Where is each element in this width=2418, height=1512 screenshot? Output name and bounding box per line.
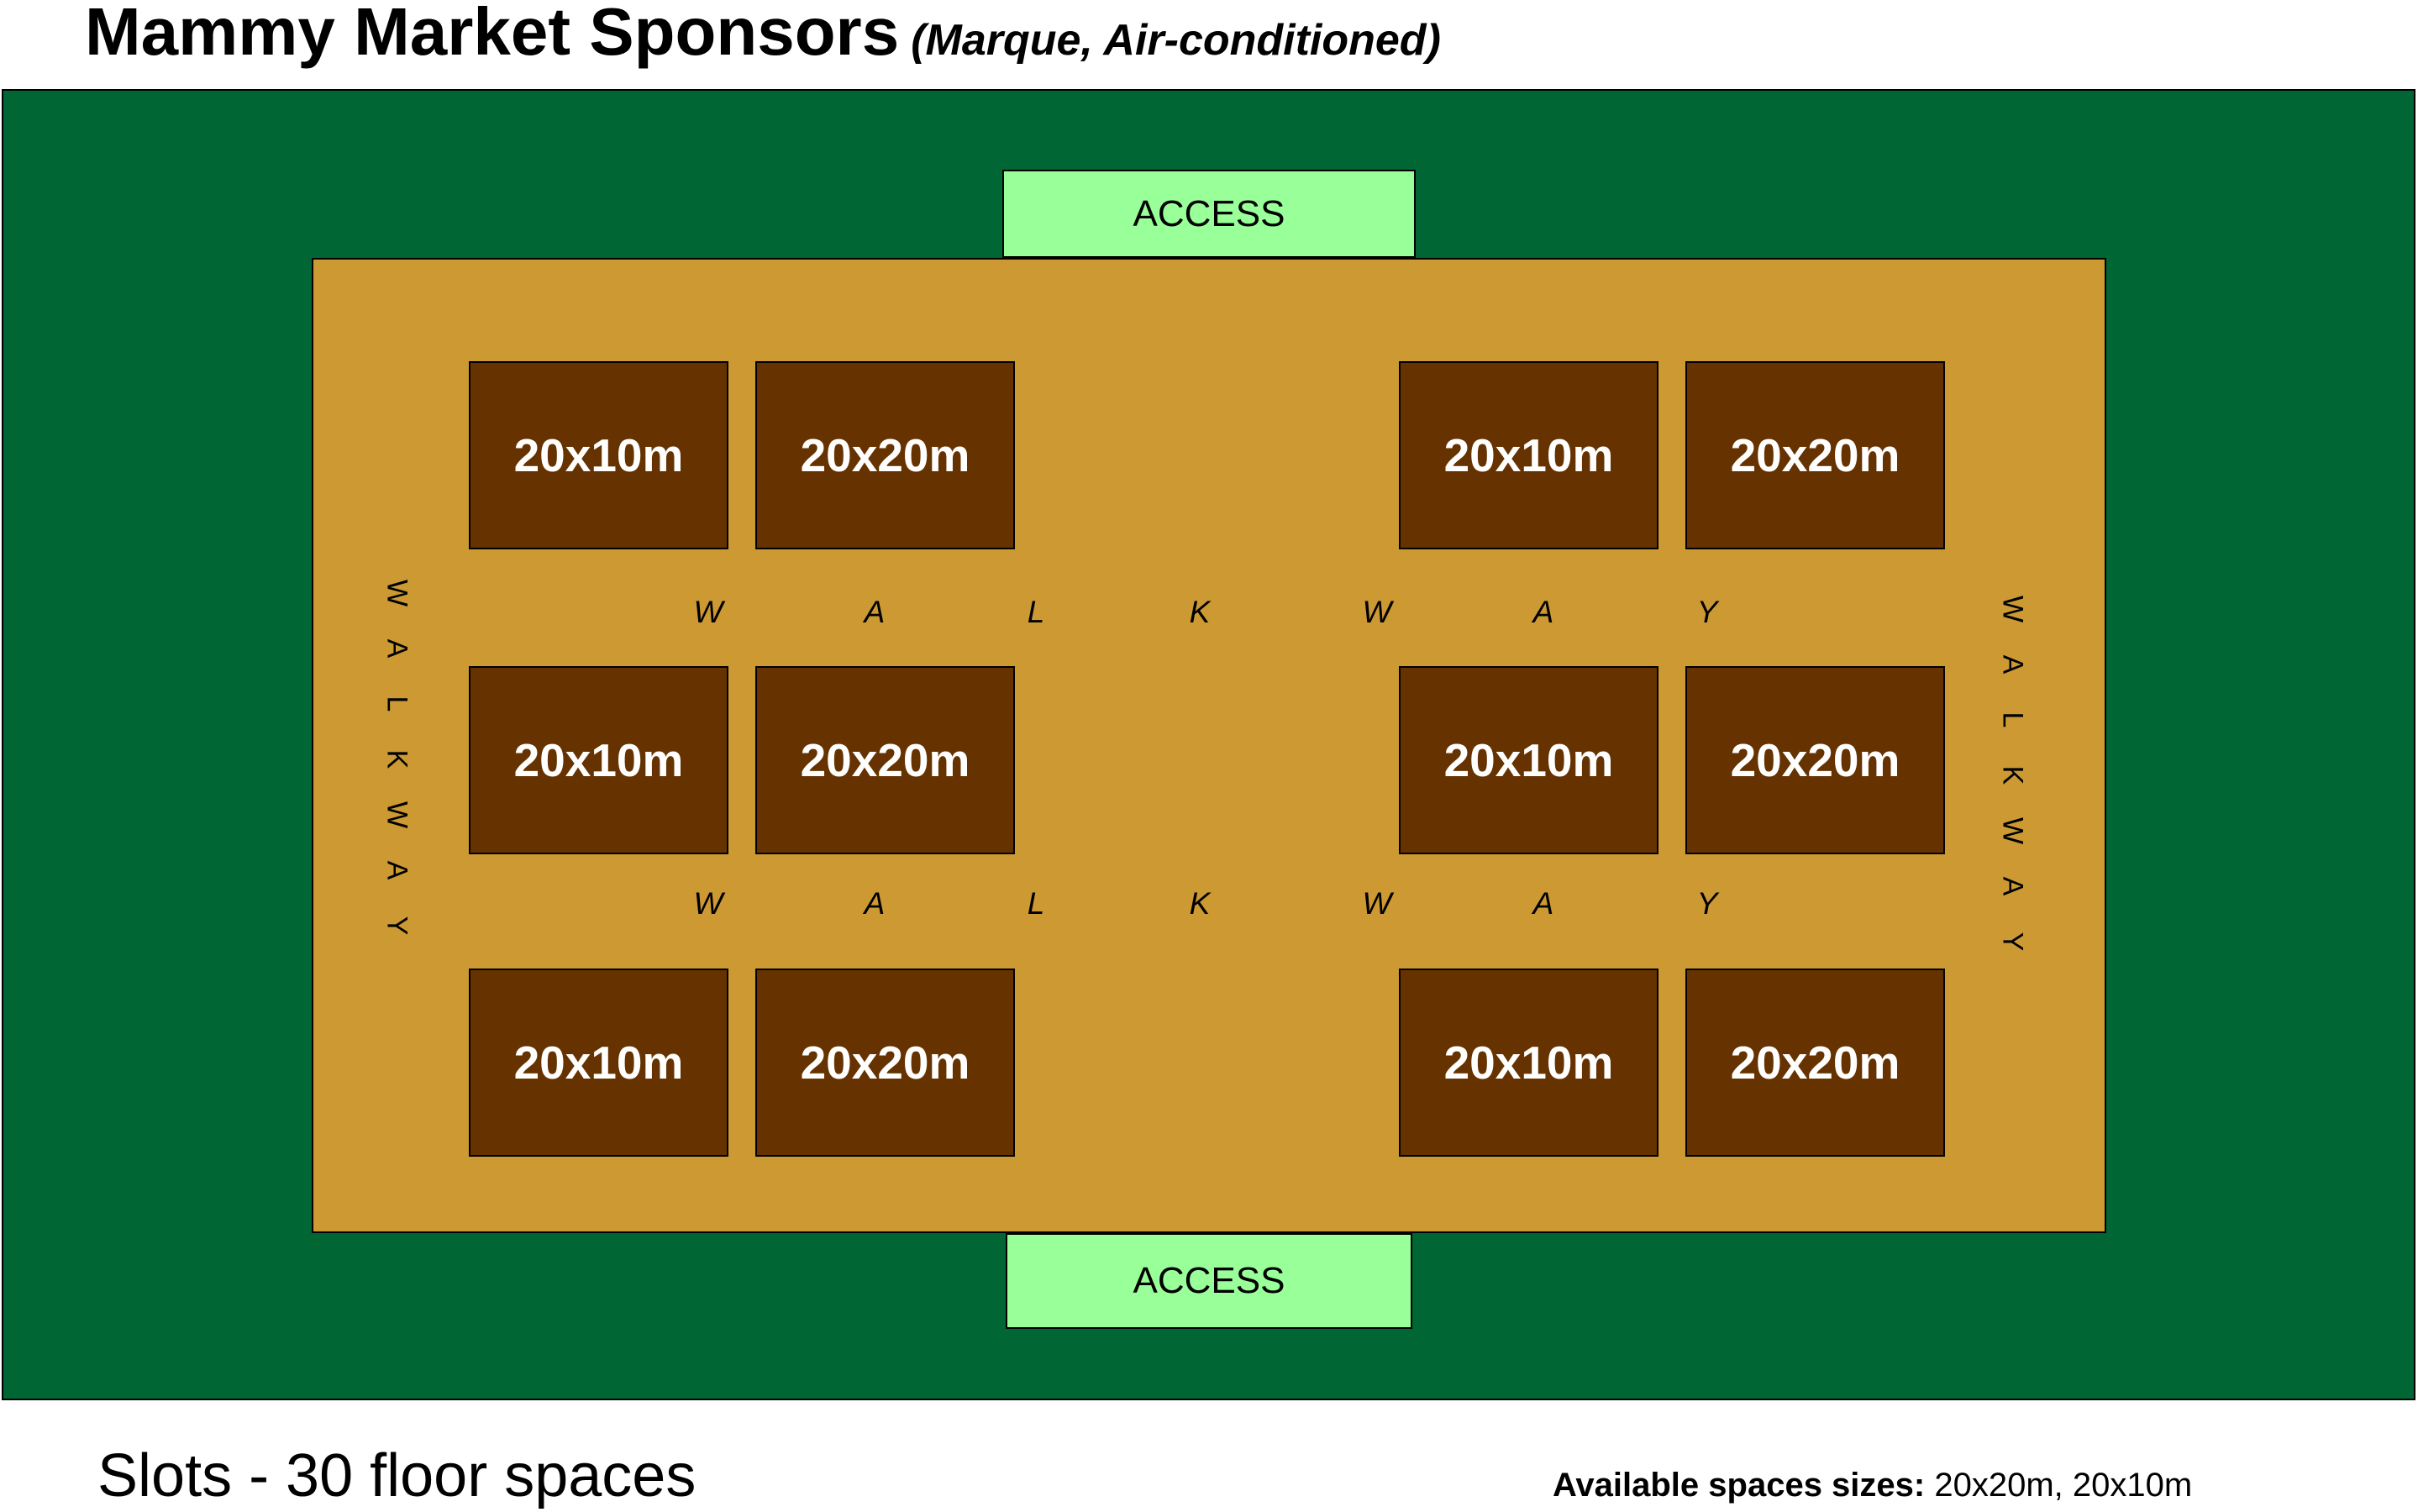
title-main: Mammy Market Sponsors (85, 0, 900, 69)
available-sizes: Available spaces sizes: 20x20m, 20x10m (1553, 1467, 2192, 1504)
booth-slot: 20x10m (469, 666, 728, 854)
walkway-letter: L (1027, 886, 1045, 921)
access-top: ACCESS (1002, 170, 1416, 258)
available-sizes-label: Available spaces sizes: (1553, 1467, 1926, 1504)
walkway-letter-vertical: K (381, 749, 413, 769)
walkway-letter-vertical: A (1996, 876, 2029, 896)
booth-slot: 20x10m (469, 361, 728, 549)
walkway-letter-vertical: Y (1996, 932, 2029, 952)
walkway-letter-vertical: Y (381, 916, 413, 936)
walkway-letter-vertical: A (381, 638, 413, 659)
access-bottom: ACCESS (1006, 1233, 1412, 1329)
walkway-letter: Y (1696, 886, 1718, 921)
walkway-letter-vertical: A (381, 860, 413, 880)
walkway-letter-vertical: A (1996, 654, 2029, 675)
booth-slot: 20x20m (1685, 361, 1945, 549)
walkway-letter-vertical: L (381, 696, 413, 712)
walkway-letter: A (1532, 595, 1554, 629)
walkway-letter: W (1362, 886, 1392, 921)
walkway-letter: A (1532, 886, 1554, 921)
booth-slot: 20x10m (1399, 969, 1658, 1157)
booth-slot: 20x20m (755, 969, 1015, 1157)
available-sizes-value: 20x20m, 20x10m (1934, 1467, 2193, 1504)
walkway-letter-vertical: W (1996, 816, 2029, 845)
walkway-letter-vertical: W (381, 579, 413, 607)
walkway-letter: A (864, 886, 886, 921)
walkway-letter: L (1027, 595, 1045, 629)
walkway-letter: A (864, 595, 886, 629)
walkway-letter: K (1189, 595, 1211, 629)
walkway-letter: K (1189, 886, 1211, 921)
booth-slot: 20x20m (755, 666, 1015, 854)
booth-slot: 20x10m (469, 969, 728, 1157)
title-subtitle: (Marque, Air-conditioned) (911, 16, 1441, 65)
slots-summary: Slots - 30 floor spaces (97, 1442, 696, 1509)
booth-slot: 20x10m (1399, 666, 1658, 854)
page-title: Mammy Market Sponsors(Marque, Air-condit… (85, 0, 1441, 71)
walkway-letter-vertical: L (1996, 711, 2029, 728)
walkway-letter-vertical: W (381, 801, 413, 829)
walkway-letter-vertical: W (1996, 595, 2029, 623)
walkway-letter: Y (1696, 595, 1718, 629)
walkway-letter: W (693, 595, 723, 629)
walkway-letter: W (1362, 595, 1392, 629)
walkway-letter: W (693, 886, 723, 921)
booth-slot: 20x20m (1685, 666, 1945, 854)
booth-slot: 20x20m (755, 361, 1015, 549)
walkway-letter-vertical: K (1996, 765, 2029, 785)
booth-slot: 20x10m (1399, 361, 1658, 549)
booth-slot: 20x20m (1685, 969, 1945, 1157)
